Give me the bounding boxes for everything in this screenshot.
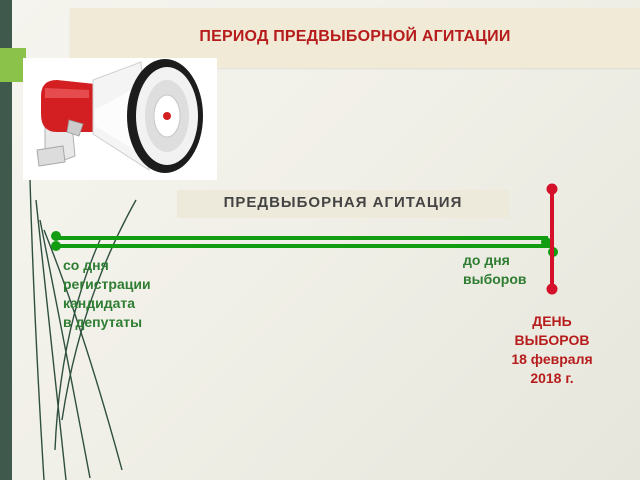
page-title: ПЕРИОД ПРЕДВЫБОРНОЙ АГИТАЦИИ — [199, 28, 511, 45]
end-marker — [541, 237, 551, 247]
green-accent-tab — [0, 48, 26, 82]
election-title-line: ВЫБОРОВ — [514, 332, 590, 348]
election-bottom-marker — [546, 283, 558, 295]
start-marker-lower — [51, 241, 61, 251]
end-caption-line: выборов — [463, 271, 527, 287]
agitation-label-banner: ПРЕДВЫБОРНАЯ АГИТАЦИЯ — [177, 190, 509, 218]
megaphone-icon — [36, 59, 203, 173]
start-caption: со дня регистрации кандидата в депутаты — [63, 256, 183, 332]
election-title-line: ДЕНЬ — [532, 313, 572, 329]
election-year: 2018 г. — [530, 370, 574, 386]
end-caption: до дня выборов — [463, 251, 553, 289]
left-accent-bar — [0, 0, 12, 480]
decorative-fan-lines — [29, 179, 137, 480]
start-caption-line: в депутаты — [63, 314, 143, 330]
agitation-label: ПРЕДВЫБОРНАЯ АГИТАЦИЯ — [223, 194, 463, 211]
election-top-marker — [546, 183, 558, 195]
megaphone-image — [23, 58, 217, 180]
start-caption-line: кандидата — [63, 295, 136, 311]
election-day-text: ДЕНЬ ВЫБОРОВ 18 февраля 2018 г. — [494, 312, 610, 388]
start-marker — [51, 231, 61, 241]
end-caption-line: до дня — [463, 252, 510, 268]
election-date: 18 февраля — [511, 351, 593, 367]
start-caption-line: со дня — [63, 257, 109, 273]
start-caption-line: регистрации — [63, 276, 151, 292]
